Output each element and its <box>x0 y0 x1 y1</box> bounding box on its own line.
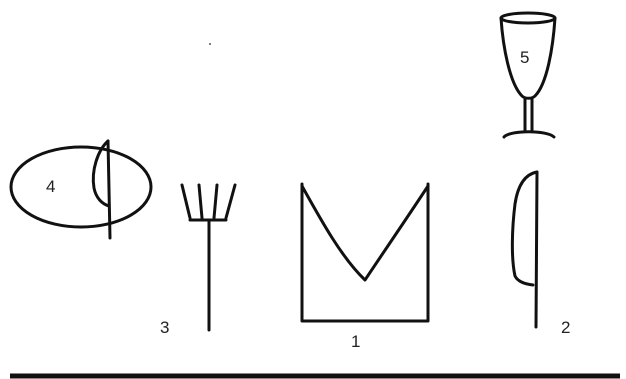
plate-with-butter-knife-icon <box>11 141 151 238</box>
knife-spine <box>536 172 537 327</box>
stray-dot <box>209 43 211 45</box>
butter-knife-handle <box>108 141 110 238</box>
napkin-icon <box>302 184 428 321</box>
wine-glass-icon <box>501 13 555 137</box>
glass-rim <box>501 13 555 23</box>
item-5-label: 5 <box>520 48 529 67</box>
fork-tine <box>226 185 235 218</box>
item-4-label: 4 <box>46 177 55 196</box>
knife-blade <box>512 172 537 285</box>
plate-outline <box>11 147 151 227</box>
fork-tine <box>182 185 190 218</box>
napkin-outline <box>302 184 428 321</box>
fork-tine <box>199 185 202 218</box>
knife-icon <box>512 172 537 327</box>
item-3-label: 3 <box>160 318 169 337</box>
glass-foot <box>504 132 554 137</box>
napkin-fold <box>302 186 428 280</box>
fork-icon <box>182 185 235 330</box>
item-2-label: 2 <box>561 318 570 337</box>
fork-tine <box>214 185 217 218</box>
item-1-label: 1 <box>351 332 360 351</box>
